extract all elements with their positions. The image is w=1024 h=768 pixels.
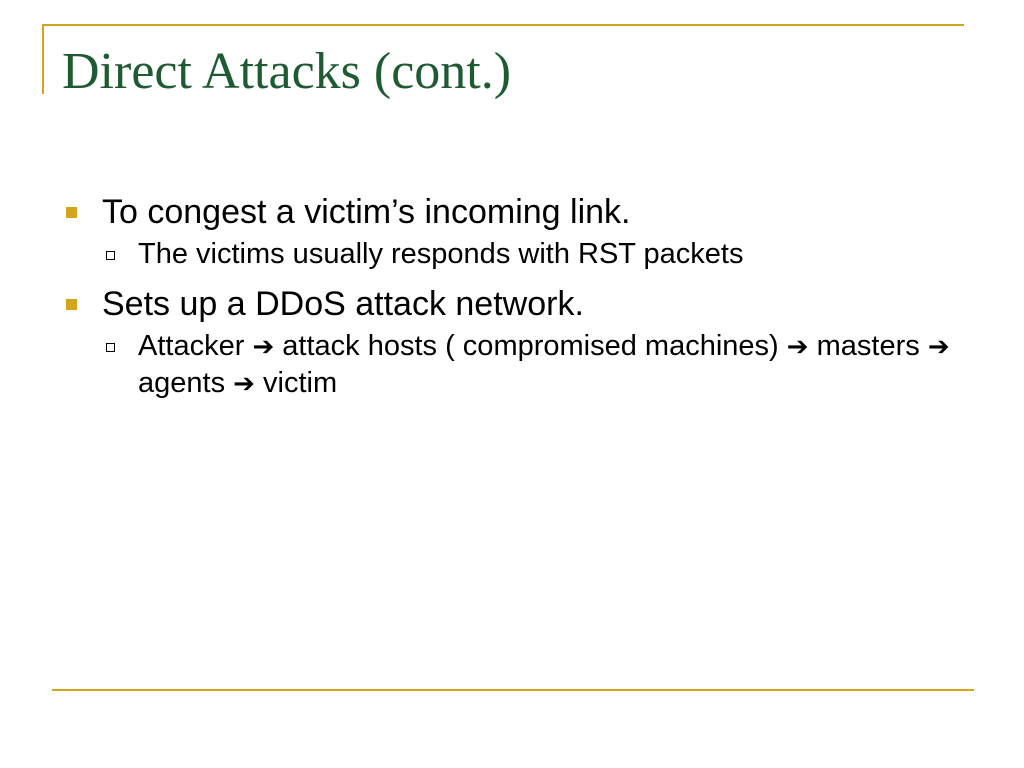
bullet-item: To congest a victim’s incoming link.: [60, 190, 980, 234]
top-rule: [42, 24, 964, 26]
flow-step-victim: victim: [263, 367, 338, 399]
sub-bullet-item: The victims usually responds with RST pa…: [60, 236, 980, 272]
flow-step-agents: agents: [138, 367, 226, 399]
right-arrow-icon: ➔: [927, 332, 950, 362]
bullet-list: To congest a victim’s incoming link. The…: [60, 190, 980, 412]
sub-bullet-item: Attacker ➔ attack hosts ( compromised ma…: [60, 328, 980, 402]
slide-title: Direct Attacks (cont.): [62, 43, 512, 100]
square-bullet-icon: [66, 207, 77, 218]
left-rule: [42, 24, 44, 94]
hollow-square-bullet-icon: [106, 251, 115, 260]
bullet-text: To congest a victim’s incoming link.: [102, 193, 631, 231]
right-arrow-icon: ➔: [252, 332, 275, 362]
bullet-item: Sets up a DDoS attack network.: [60, 282, 980, 326]
flow-step-attacker: Attacker: [138, 330, 245, 362]
sub-bullet-text: The victims usually responds with RST pa…: [138, 238, 744, 270]
flow-step-attack-hosts: attack hosts ( compromised machines): [282, 330, 779, 362]
right-arrow-icon: ➔: [786, 332, 809, 362]
bottom-rule: [52, 689, 974, 691]
bullet-text: Sets up a DDoS attack network.: [102, 285, 584, 323]
square-bullet-icon: [66, 299, 77, 310]
right-arrow-icon: ➔: [233, 369, 255, 399]
flow-step-masters: masters: [816, 330, 920, 362]
hollow-square-bullet-icon: [106, 343, 115, 352]
